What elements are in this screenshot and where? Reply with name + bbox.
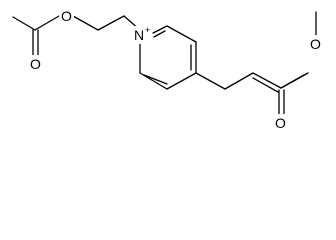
bond-carbonyl-methoxy-o <box>280 74 305 89</box>
molecule-drawing: O O N + O O <box>12 7 323 131</box>
bond-ring-vinyl <box>195 72 226 90</box>
atom-ester-oxygen: O <box>61 8 72 24</box>
atom-methoxy-oxygen: O <box>310 36 321 52</box>
bond-vinyl-double-a <box>252 72 282 89</box>
structure-canvas: O O N + O O <box>12 7 323 131</box>
bond-carbonyl-ester-o <box>34 15 60 31</box>
bond-vinyl-single <box>224 72 254 90</box>
bond-ring-c5-c4 <box>166 72 197 90</box>
atom-nitrogen-charge: + <box>145 25 150 35</box>
atom-left-carbonyl-oxygen: O <box>30 56 41 72</box>
atom-right-carbonyl-oxygen: O <box>275 115 286 131</box>
bond-ring-c2-n <box>152 25 168 34</box>
bond-ester-o-ch2 <box>72 15 99 31</box>
atom-ring-nitrogen: N <box>134 27 144 43</box>
bond-methyl-carbonyl <box>12 16 36 31</box>
bond-ch2-ch2 <box>97 15 125 31</box>
bond-ring-c2-n-inner <box>153 30 166 38</box>
bond-vinyl-double-b <box>252 77 279 93</box>
bond-ring-c5-c5-inner <box>143 74 168 85</box>
bond-ring-c3-c2 <box>166 25 197 43</box>
